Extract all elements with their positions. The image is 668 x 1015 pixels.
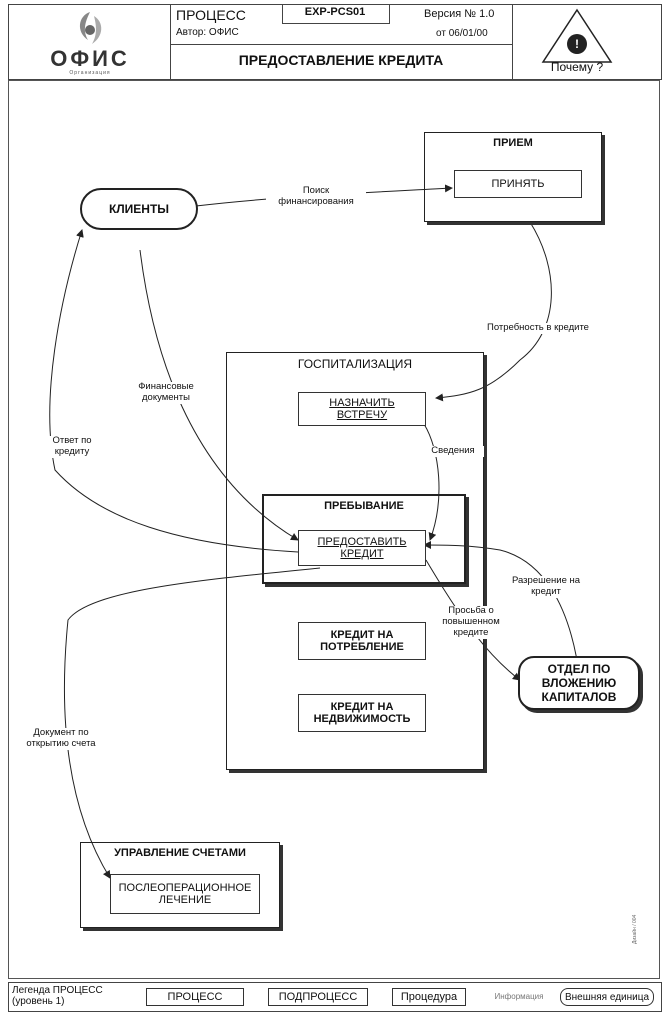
doc-code-cell [282, 4, 390, 24]
external-clients[interactable]: КЛИЕНТЫ [80, 188, 198, 230]
doc-date: от 06/01/00 [436, 28, 488, 39]
legend-procedure-label: Процедура [400, 991, 458, 1003]
why-link[interactable]: Почему ? [550, 60, 604, 74]
group-hospitalization[interactable]: ГОСПИТАЛИЗАЦИЯ [226, 352, 484, 770]
side-note: Дизайн / 004 [632, 914, 638, 944]
process-accept-label: ПРИНЯТЬ [491, 178, 545, 190]
logo-subtext: Организация [69, 70, 111, 76]
process-grant[interactable]: ПРЕДОСТАВИТЬ КРЕДИТ [298, 530, 426, 566]
external-clients-label: КЛИЕНТЫ [108, 202, 170, 216]
logo-text: ОФИС [50, 46, 130, 71]
legend-subprocess-label: ПОДПРОЦЕСС [278, 991, 358, 1003]
external-investment-dept[interactable]: ОТДЕЛ ПО ВЛОЖЕНИЮ КАПИТАЛОВ [518, 656, 640, 710]
logo-cell [8, 4, 172, 80]
flow-label-fin-docs: Финансовые документы [128, 381, 204, 404]
process-appoint-label: НАЗНАЧИТЬ ВСТРЕЧУ [329, 397, 395, 421]
doc-version: Версия № 1.0 [424, 8, 495, 20]
group-hospitalization-title: ГОСПИТАЛИЗАЦИЯ [297, 357, 413, 371]
legend-subprocess[interactable]: ПОДПРОЦЕСС [268, 988, 368, 1006]
group-stay-title: ПРЕБЫВАНИЕ [324, 500, 404, 512]
process-realestate-credit[interactable]: КРЕДИТ НА НЕДВИЖИМОСТЬ [298, 694, 426, 732]
flow-label-search-funding: Поиск финансирования [266, 185, 366, 208]
svg-text:!: ! [575, 37, 579, 51]
legend-external-unit-label: Внешняя единица [564, 991, 650, 1003]
group-accounts-title: УПРАВЛЕНИЕ СЧЕТАМИ [114, 847, 246, 859]
external-investment-dept-label: ОТДЕЛ ПО ВЛОЖЕНИЮ КАПИТАЛОВ [541, 662, 617, 704]
process-postop-label: ПОСЛЕОПЕРАЦИОННОЕ ЛЕЧЕНИЕ [118, 882, 252, 906]
group-reception[interactable]: ПРИЕМ [424, 132, 602, 222]
doc-author: Автор: ОФИС [176, 27, 239, 38]
legend-external-unit[interactable]: Внешняя единица [560, 988, 654, 1006]
group-accounts[interactable]: УПРАВЛЕНИЕ СЧЕТАМИ [80, 842, 280, 928]
legend-process[interactable]: ПРОЦЕСС [146, 988, 244, 1006]
doc-type: ПРОЦЕСС [176, 7, 246, 23]
group-stay[interactable]: ПРЕБЫВАНИЕ [262, 494, 466, 584]
flow-label-credit-need: Потребность в кредите [474, 322, 602, 334]
diagram-canvas [8, 80, 660, 979]
legend-information[interactable]: Информация [484, 989, 554, 1003]
process-accept[interactable]: ПРИНЯТЬ [454, 170, 582, 198]
why-cell [512, 4, 662, 80]
legend-process-label: ПРОЦЕСС [167, 991, 223, 1003]
flow-label-credit-answer: Ответ по кредиту [40, 435, 104, 458]
doc-code: EXP-PCS01 [304, 6, 366, 18]
why-triangle-icon: ! [541, 8, 613, 63]
page-title: ПРЕДОСТАВЛЕНИЕ КРЕДИТА [238, 52, 444, 68]
flow-label-permission: Разрешение на кредит [502, 575, 590, 598]
title-cell [170, 44, 514, 80]
process-consumer-credit[interactable]: КРЕДИТ НА ПОТРЕБЛЕНИЕ [298, 622, 426, 660]
flow-label-increased-request: Просьба о повышенном кредите [434, 605, 508, 639]
process-appoint[interactable]: НАЗНАЧИТЬ ВСТРЕЧУ [298, 392, 426, 426]
process-postop[interactable]: ПОСЛЕОПЕРАЦИОННОЕ ЛЕЧЕНИЕ [110, 874, 260, 914]
flow-label-account-doc: Документ по открытию счета [18, 727, 104, 750]
process-realestate-credit-label: КРЕДИТ НА НЕДВИЖИМОСТЬ [313, 701, 411, 725]
legend-procedure[interactable]: Процедура [392, 988, 466, 1006]
process-consumer-credit-label: КРЕДИТ НА ПОТРЕБЛЕНИЕ [320, 629, 404, 653]
flow-label-info: Сведения [422, 445, 484, 457]
legend-information-label: Информация [494, 991, 544, 1001]
logo-icon [79, 12, 102, 44]
process-grant-label: ПРЕДОСТАВИТЬ КРЕДИТ [317, 536, 407, 560]
legend-title: Легенда ПРОЦЕСС (уровень 1) [12, 985, 103, 1007]
group-reception-title: ПРИЕМ [493, 137, 533, 149]
